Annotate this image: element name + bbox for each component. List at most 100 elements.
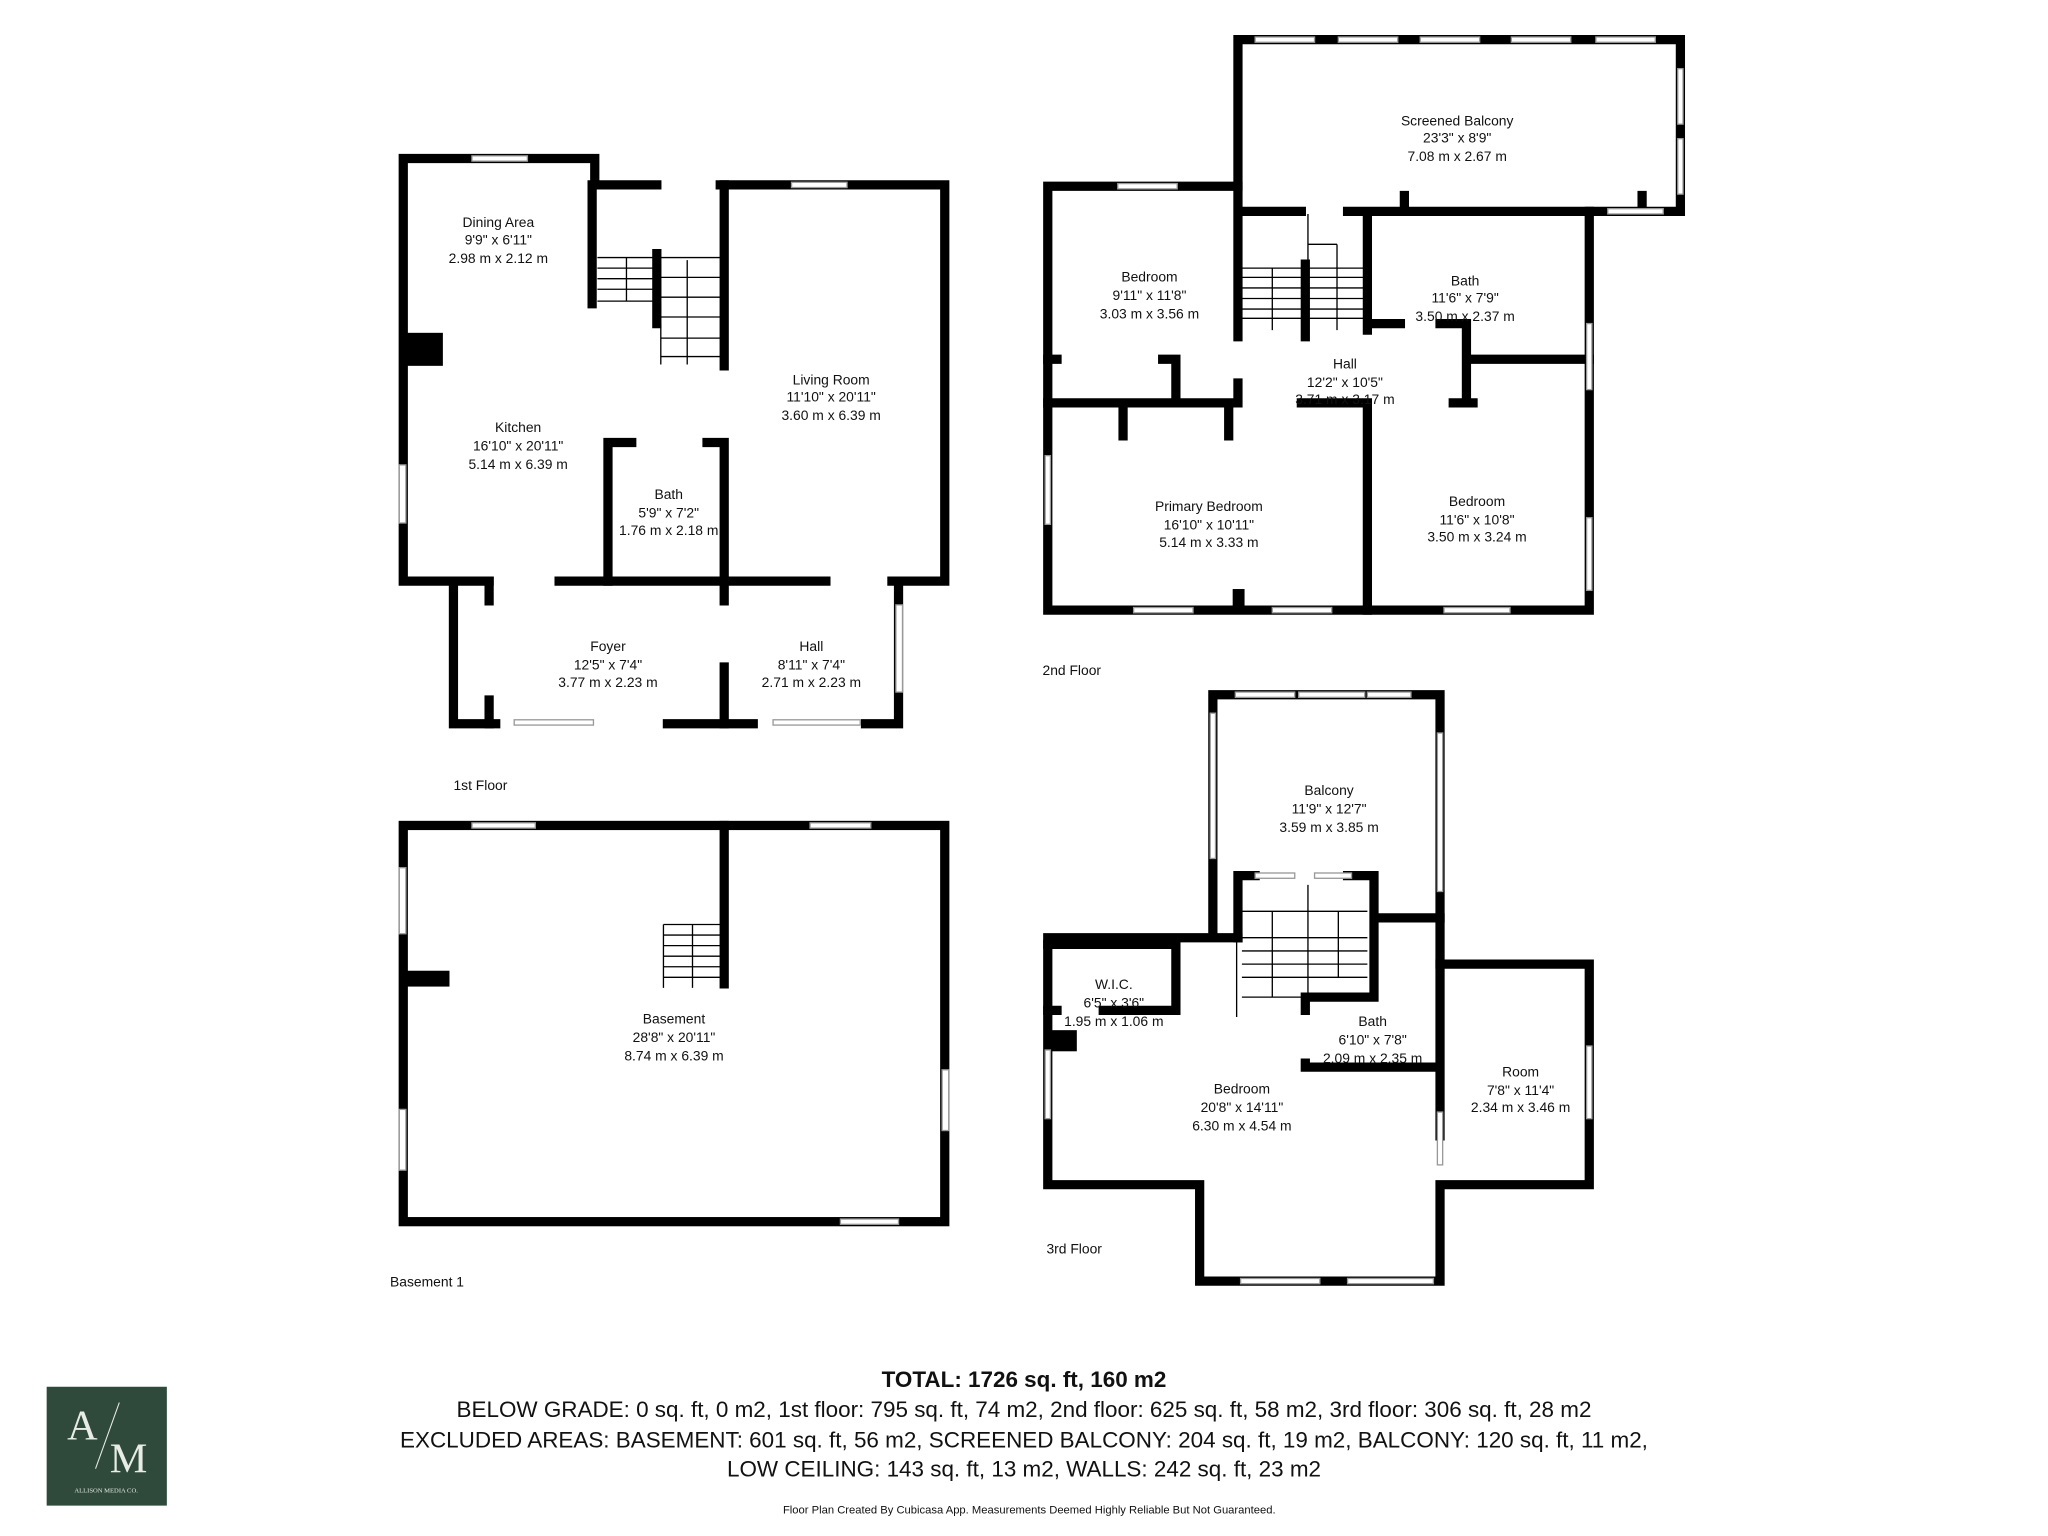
room-label: Dining Area 9'9" x 6'11" 2.98 m x 2.12 m [449,214,548,266]
svg-text:16'10" x 20'11": 16'10" x 20'11" [473,437,563,453]
logo-company-name: ALLISON MEDIA CO. [74,1487,138,1494]
third-floor-plan: Balcony 11'9" x 12'7" 3.59 m x 3.85 m W.… [1043,690,1594,1286]
svg-text:Basement: Basement [643,1011,706,1027]
svg-text:11'9" x 12'7": 11'9" x 12'7" [1292,801,1367,817]
svg-text:2.98 m x 2.12 m: 2.98 m x 2.12 m [449,250,548,266]
svg-text:7.08 m x 2.67 m: 7.08 m x 2.67 m [1408,148,1507,164]
svg-text:3.50 m x 3.24 m: 3.50 m x 3.24 m [1427,528,1526,544]
basement-outer-walls [398,820,950,1227]
svg-text:Living Room: Living Room [793,371,870,387]
svg-text:Room: Room [1502,1063,1539,1079]
svg-text:2.71 m x 2.23 m: 2.71 m x 2.23 m [762,674,861,690]
room-label: Kitchen 16'10" x 20'11" 5.14 m x 6.39 m [468,419,567,472]
third-floor-stairs [1235,884,1368,1017]
company-logo: A M ALLISON MEDIA CO. [46,1386,167,1506]
third-floor-windows [1044,691,1593,1285]
logo-letter-m: M [110,1436,148,1483]
room-label: Bath 11'6" x 7'9" 3.50 m x 2.37 m [1415,272,1514,324]
floor-label: 2nd Floor [1042,662,1101,678]
svg-text:6.30 m x 4.54 m: 6.30 m x 4.54 m [1192,1118,1291,1134]
basement-windows [398,822,950,1225]
summary-line-3: LOW CEILING: 143 sq. ft, 13 m2, WALLS: 2… [727,1457,1321,1482]
svg-text:Bedroom: Bedroom [1214,1081,1270,1097]
svg-text:3.59 m x 3.85 m: 3.59 m x 3.85 m [1279,819,1378,835]
second-floor-plan: Screened Balcony 23'3" x 8'9" 7.08 m x 2… [1042,34,1686,678]
svg-text:Bath: Bath [1451,272,1480,288]
floor-label: 1st Floor [453,777,507,793]
first-floor-stairs [597,256,722,365]
svg-text:28'8" x 20'11": 28'8" x 20'11" [633,1029,716,1045]
svg-text:3.77 m x 2.23 m: 3.77 m x 2.23 m [558,674,657,690]
floor-label: 3rd Floor [1046,1240,1102,1256]
svg-text:1.76 m x 2.18 m: 1.76 m x 2.18 m [619,522,718,538]
summary-line-2: EXCLUDED AREAS: BASEMENT: 601 sq. ft, 56… [400,1428,1648,1453]
svg-text:Kitchen: Kitchen [495,419,541,435]
room-label: Screened Balcony 23'3" x 8'9" 7.08 m x 2… [1401,112,1514,164]
svg-text:Screened Balcony: Screened Balcony [1401,112,1514,128]
svg-text:Bath: Bath [1358,1013,1387,1029]
disclaimer: Floor Plan Created By Cubicasa App. Meas… [783,1505,1276,1517]
first-floor-outer-walls [398,153,950,729]
room-label: W.I.C. 6'5" x 3'6" 1.95 m x 1.06 m [1064,976,1163,1029]
svg-text:11'10" x 20'11": 11'10" x 20'11" [786,388,875,404]
svg-text:Hall: Hall [799,638,823,654]
room-label: Bath 6'10" x 7'8" 2.09 m x 2.35 m [1323,1013,1422,1066]
basement-block [407,970,450,987]
room-label: Basement 28'8" x 20'11" 8.74 m x 6.39 m [624,1011,723,1064]
svg-text:Bedroom: Bedroom [1449,493,1505,509]
svg-text:8.74 m x 6.39 m: 8.74 m x 6.39 m [624,1048,723,1064]
svg-text:Dining Area: Dining Area [463,214,535,230]
room-label: Bedroom 20'8" x 14'11" 6.30 m x 4.54 m [1192,1081,1291,1134]
svg-text:1.95 m x 1.06 m: 1.95 m x 1.06 m [1064,1013,1163,1029]
svg-text:11'6" x 10'8": 11'6" x 10'8" [1440,511,1515,527]
third-floor-block [1047,1030,1077,1052]
svg-text:W.I.C.: W.I.C. [1095,976,1133,992]
fireplace [407,332,443,366]
svg-text:8'11" x 7'4": 8'11" x 7'4" [778,657,845,673]
second-floor-windows [1044,36,1684,614]
basement-stairs [662,923,721,988]
svg-text:Foyer: Foyer [590,638,626,654]
logo-slash [95,1402,120,1469]
area-summary: TOTAL: 1726 sq. ft, 160 m2 BELOW GRADE: … [400,1367,1648,1517]
third-floor-outer-walls [1043,690,1594,1286]
svg-text:Primary Bedroom: Primary Bedroom [1155,498,1263,514]
room-label: Bedroom 9'11" x 11'8" 3.03 m x 3.56 m [1100,268,1199,321]
svg-text:5'9" x 7'2": 5'9" x 7'2" [638,505,699,521]
svg-text:12'2" x 10'5": 12'2" x 10'5" [1307,374,1383,390]
svg-text:5.14 m x 6.39 m: 5.14 m x 6.39 m [468,456,567,472]
room-label: Bedroom 11'6" x 10'8" 3.50 m x 3.24 m [1427,493,1526,545]
svg-text:6'10" x 7'8": 6'10" x 7'8" [1339,1032,1407,1048]
room-label: Room 7'8" x 11'4" 2.34 m x 3.46 m [1471,1063,1570,1115]
room-label: Foyer 12'5" x 7'4" 3.77 m x 2.23 m [558,638,657,690]
logo-letter-a: A [67,1403,98,1450]
svg-text:20'8" x 14'11": 20'8" x 14'11" [1201,1099,1284,1115]
svg-text:Bedroom: Bedroom [1121,268,1177,284]
second-floor-block [1232,589,1245,608]
svg-text:Bath: Bath [654,486,683,502]
svg-text:9'9" x 6'11": 9'9" x 6'11" [465,231,532,247]
room-label: Balcony 11'9" x 12'7" 3.59 m x 3.85 m [1279,782,1378,835]
svg-text:2.09 m x 2.35 m: 2.09 m x 2.35 m [1323,1050,1422,1066]
first-floor-interior-walls [484,180,729,729]
room-label: Hall 12'2" x 10'5" 3.71 m x 3.17 m [1295,355,1394,407]
svg-text:Balcony: Balcony [1304,782,1353,798]
svg-text:3.71 m x 3.17 m: 3.71 m x 3.17 m [1295,391,1394,407]
svg-text:12'5" x 7'4": 12'5" x 7'4" [574,657,642,673]
third-floor-interior-walls [1043,871,1445,1141]
second-floor-stairs [1241,213,1364,331]
svg-text:7'8" x 11'4": 7'8" x 11'4" [1487,1082,1554,1098]
svg-text:9'11" x 11'8": 9'11" x 11'8" [1112,287,1186,303]
svg-text:11'6" x 7'9": 11'6" x 7'9" [1431,289,1498,305]
first-floor-windows [398,155,904,726]
room-label: Primary Bedroom 16'10" x 10'11" 5.14 m x… [1155,498,1263,550]
svg-text:3.03 m x 3.56 m: 3.03 m x 3.56 m [1100,305,1199,321]
floor-label: Basement 1 [390,1273,464,1289]
basement-plan: Basement 28'8" x 20'11" 8.74 m x 6.39 m … [390,820,950,1289]
room-label: Living Room 11'10" x 20'11" 3.60 m x 6.3… [781,371,880,423]
svg-text:Hall: Hall [1333,355,1357,371]
svg-text:16'10" x 10'11": 16'10" x 10'11" [1164,517,1254,533]
room-label: Bath 5'9" x 7'2" 1.76 m x 2.18 m [619,486,718,538]
svg-text:6'5" x 3'6": 6'5" x 3'6" [1084,995,1145,1011]
